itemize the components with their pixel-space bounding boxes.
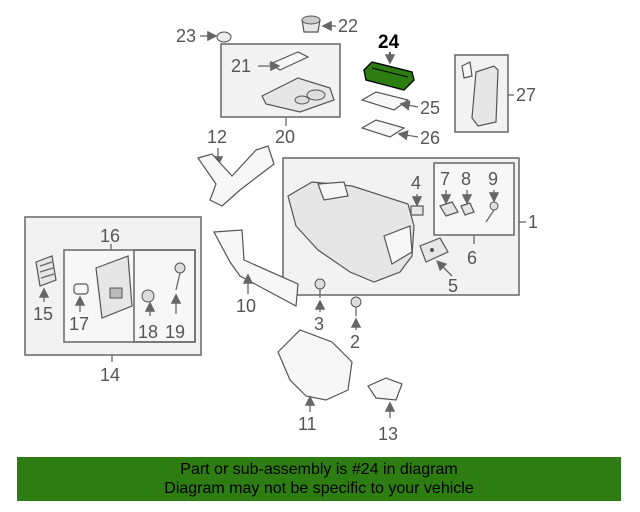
- callout-21: 21: [231, 56, 251, 76]
- callout-18: 18: [138, 322, 158, 342]
- part-16-bezel[interactable]: [95, 255, 133, 319]
- part-1-console[interactable]: [287, 181, 415, 283]
- callout-14: 14: [100, 365, 120, 385]
- callout-2: 2: [350, 332, 360, 352]
- callout-7: 7: [440, 169, 450, 189]
- callout-25: 25: [420, 98, 440, 118]
- part-17-shape[interactable]: [73, 283, 89, 295]
- callout-8: 8: [461, 169, 471, 189]
- callout-19: 19: [165, 322, 185, 342]
- callout-22: 22: [338, 16, 358, 36]
- part-12-shape[interactable]: [197, 145, 275, 207]
- part-5-shape[interactable]: [419, 237, 449, 263]
- part-9-shape[interactable]: [485, 201, 499, 223]
- part-20-shape[interactable]: [261, 77, 335, 113]
- part-4-shape[interactable]: [410, 205, 424, 216]
- part-13-shape[interactable]: [367, 377, 403, 401]
- callout-1: 1: [528, 212, 538, 232]
- callout-11: 11: [298, 414, 317, 434]
- part-7-shape[interactable]: [439, 201, 459, 217]
- callout-13: 13: [378, 424, 398, 444]
- part-27-shape[interactable]: [461, 61, 499, 127]
- callout-5: 5: [448, 276, 458, 296]
- part-24-highlighted[interactable]: [363, 61, 415, 91]
- part-2-shape[interactable]: [350, 296, 362, 316]
- part-8-shape[interactable]: [460, 202, 475, 216]
- callout-10: 10: [236, 296, 256, 316]
- banner-line-2: Diagram may not be specific to your vehi…: [164, 480, 474, 497]
- callout-20: 20: [275, 127, 295, 147]
- part-22-shape[interactable]: [301, 15, 321, 33]
- callout-26: 26: [420, 128, 440, 148]
- part-3-shape[interactable]: [314, 278, 326, 298]
- callout-27: 27: [516, 85, 536, 105]
- part-25-shape[interactable]: [360, 91, 410, 111]
- callout-17: 17: [69, 314, 89, 334]
- callout-15: 15: [33, 304, 53, 324]
- part-15-shape[interactable]: [35, 255, 57, 287]
- part-11-shape[interactable]: [277, 329, 353, 401]
- callout-24: 24: [378, 32, 400, 53]
- callout-6: 6: [467, 248, 477, 268]
- parts-diagram: 21 20 23 22 24 25 26 27 12: [24, 15, 538, 444]
- banner-line-1: Part or sub-assembly is #24 in diagram: [180, 461, 458, 478]
- callout-9: 9: [488, 169, 498, 189]
- group-box-bezel: [133, 249, 196, 343]
- callout-23: 23: [176, 26, 196, 46]
- callout-4: 4: [411, 173, 421, 193]
- part-23-shape[interactable]: [216, 31, 232, 43]
- callout-16: 16: [100, 226, 120, 246]
- part-10-shape[interactable]: [213, 229, 299, 307]
- callout-12: 12: [207, 127, 227, 147]
- callout-3: 3: [314, 314, 324, 334]
- part-19-shape[interactable]: [174, 262, 186, 291]
- part-26-shape[interactable]: [360, 119, 406, 138]
- part-18-shape[interactable]: [141, 289, 155, 303]
- info-banner: Part or sub-assembly is #24 in diagram D…: [17, 457, 621, 501]
